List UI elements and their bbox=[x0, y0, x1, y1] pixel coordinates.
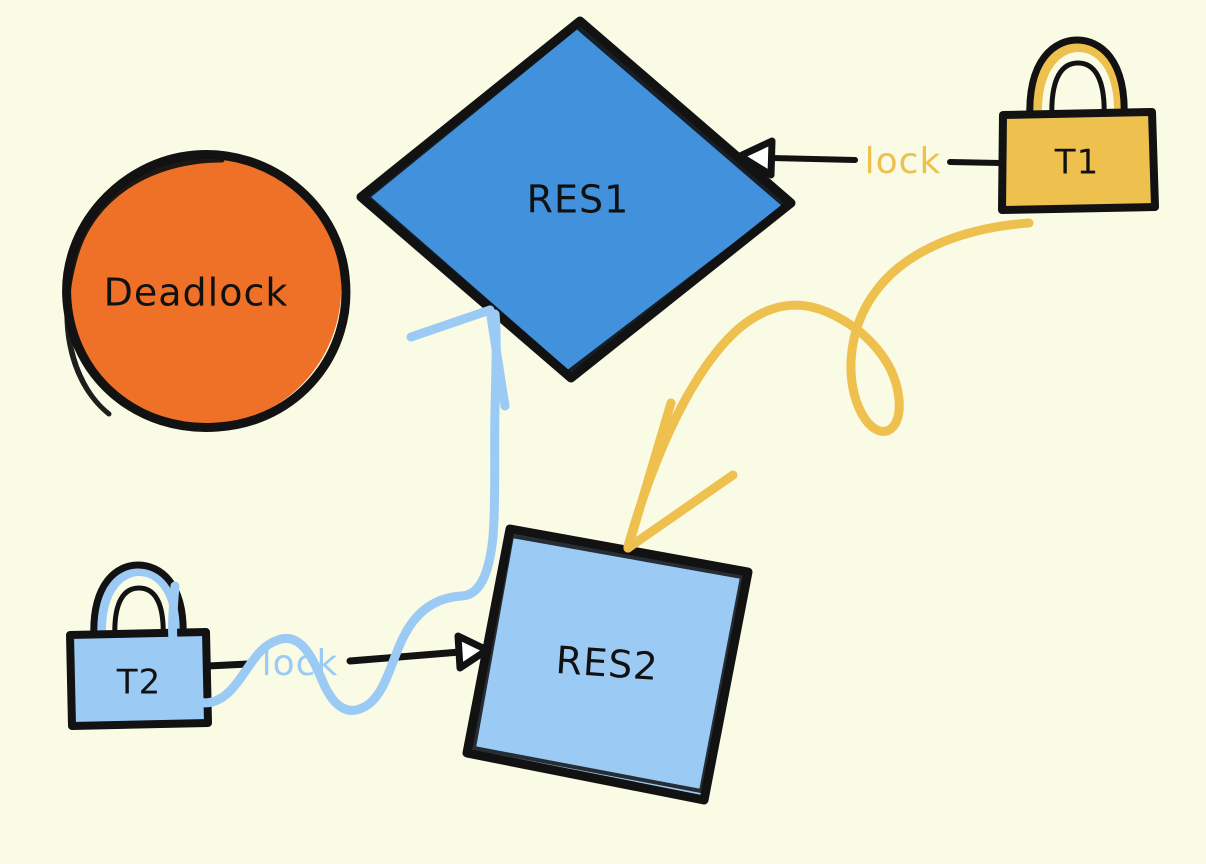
edge-t2-res1-arrow-barb-right bbox=[485, 305, 510, 411]
node-res2[interactable]: RES2 bbox=[462, 524, 753, 805]
t1-body-outline bbox=[998, 108, 1159, 214]
node-res1[interactable]: RES1 bbox=[356, 16, 796, 383]
edge-t1-lock-res1[interactable]: lock bbox=[736, 137, 1003, 182]
t1-body-fill bbox=[1004, 114, 1156, 211]
node-deadlock[interactable]: Deadlock bbox=[62, 150, 351, 432]
deadlock-outline-1 bbox=[62, 150, 351, 432]
edge-t1-wait-res2[interactable] bbox=[623, 218, 1034, 553]
res2-outline-2 bbox=[472, 534, 744, 793]
node-t1[interactable]: T1 bbox=[998, 36, 1159, 214]
edge-t2-wait-res1[interactable] bbox=[168, 305, 510, 715]
t1-shackle-fill bbox=[1029, 39, 1127, 124]
edge-t1-res1-label: lock bbox=[865, 141, 942, 182]
t1-shackle-outline bbox=[1026, 36, 1128, 124]
edge-t1-res2-arrow-barb-left bbox=[623, 398, 676, 553]
res2-fill bbox=[470, 532, 746, 796]
edge-t2-res1-arrow-barb-left bbox=[406, 305, 495, 342]
edge-t2-res2-line-right bbox=[346, 648, 464, 665]
res2-label: RES2 bbox=[554, 638, 660, 689]
edge-t1-res1-line-right bbox=[947, 159, 1003, 166]
deadlock-outline-2 bbox=[64, 157, 225, 417]
t2-shackle-inner bbox=[112, 585, 166, 643]
res1-label: RES1 bbox=[527, 178, 630, 222]
edge-t1-res2-curve bbox=[623, 218, 1034, 551]
res2-outline-1 bbox=[462, 524, 753, 805]
t1-label: T1 bbox=[1054, 143, 1099, 183]
edge-t2-lock-res2[interactable]: lock bbox=[204, 632, 491, 684]
t2-label: T2 bbox=[116, 663, 161, 703]
edge-t1-res1-arrowhead bbox=[736, 137, 776, 179]
t1-shackle-inner bbox=[1049, 60, 1107, 123]
res1-outline-2 bbox=[366, 25, 787, 374]
t2-body-outline bbox=[66, 628, 212, 730]
deadlock-label: Deadlock bbox=[104, 271, 289, 315]
edge-t2-res2-arrowhead bbox=[454, 632, 491, 672]
edge-t2-res1-wave bbox=[168, 309, 501, 715]
edge-t2-res2-line-left bbox=[204, 660, 252, 670]
res1-outline-1 bbox=[356, 16, 796, 383]
deadlock-fill bbox=[69, 156, 342, 425]
edge-t1-res1-line-left bbox=[769, 155, 858, 163]
edge-t1-res2-arrow-barb-right bbox=[623, 470, 738, 553]
